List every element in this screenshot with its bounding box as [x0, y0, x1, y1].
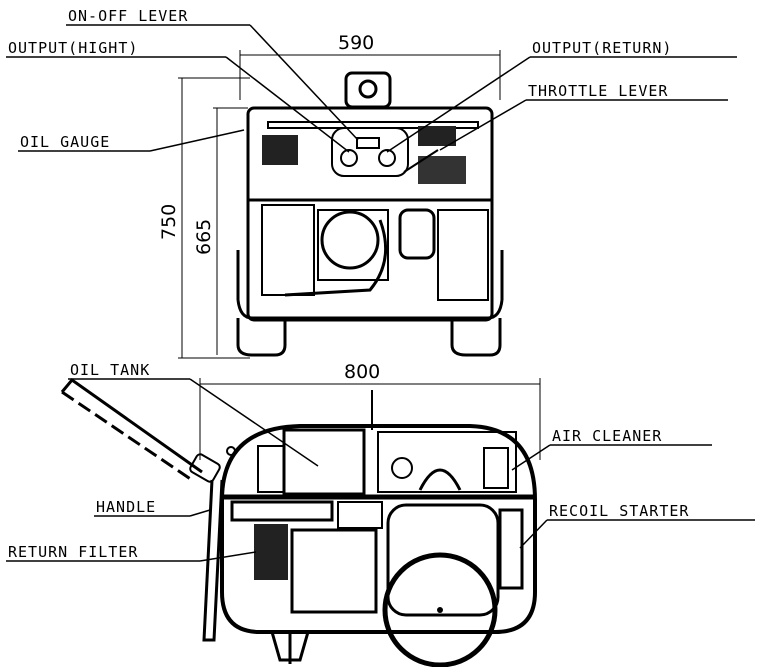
label-air-cleaner: AIR CLEANER [552, 427, 662, 445]
side-length-value: 800 [344, 361, 380, 383]
throttle-plate [418, 156, 466, 184]
label-output-hight: OUTPUT(HIGHT) [8, 39, 138, 57]
front-height-dimension: 750 665 [158, 77, 250, 359]
side-foot [270, 631, 310, 664]
front-feet [236, 318, 502, 357]
front-engine [261, 204, 489, 301]
front-frame [236, 106, 504, 322]
lifting-eye [344, 71, 392, 109]
left-info-plate [262, 135, 298, 165]
oil-tank [257, 428, 366, 496]
front-view: 590 750 665 [158, 32, 504, 359]
label-on-off-lever: ON-OFF LEVER [68, 7, 188, 25]
control-panel [262, 121, 479, 184]
label-handle: HANDLE [96, 498, 156, 516]
label-output-return: OUTPUT(RETURN) [532, 39, 672, 57]
front-height-frame-value: 665 [193, 219, 215, 255]
wheel [382, 552, 498, 668]
front-width-value: 590 [338, 32, 374, 54]
front-height-total-value: 750 [158, 204, 180, 240]
handle-bar [60, 377, 224, 642]
label-throttle-lever: THROTTLE LEVER [528, 82, 668, 100]
label-recoil-starter: RECOIL STARTER [549, 502, 689, 520]
label-return-filter: RETURN FILTER [8, 543, 138, 561]
label-oil-tank: OIL TANK [70, 361, 150, 379]
front-labels: ON-OFF LEVER OUTPUT(HIGHT) OUTPUT(RETURN… [6, 7, 737, 153]
side-view: 800 [60, 361, 541, 668]
side-length-dimension: 800 [199, 361, 541, 460]
engine [377, 431, 524, 617]
side-labels: OIL TANK AIR CLEANER HANDLE RECOIL START… [6, 361, 755, 562]
return-filter [254, 524, 288, 580]
right-info-plate [418, 126, 456, 146]
label-oil-gauge: OIL GAUGE [20, 133, 110, 151]
front-width-dimension: 590 [239, 32, 501, 100]
pump-assembly [230, 500, 383, 614]
side-frame [220, 390, 537, 634]
